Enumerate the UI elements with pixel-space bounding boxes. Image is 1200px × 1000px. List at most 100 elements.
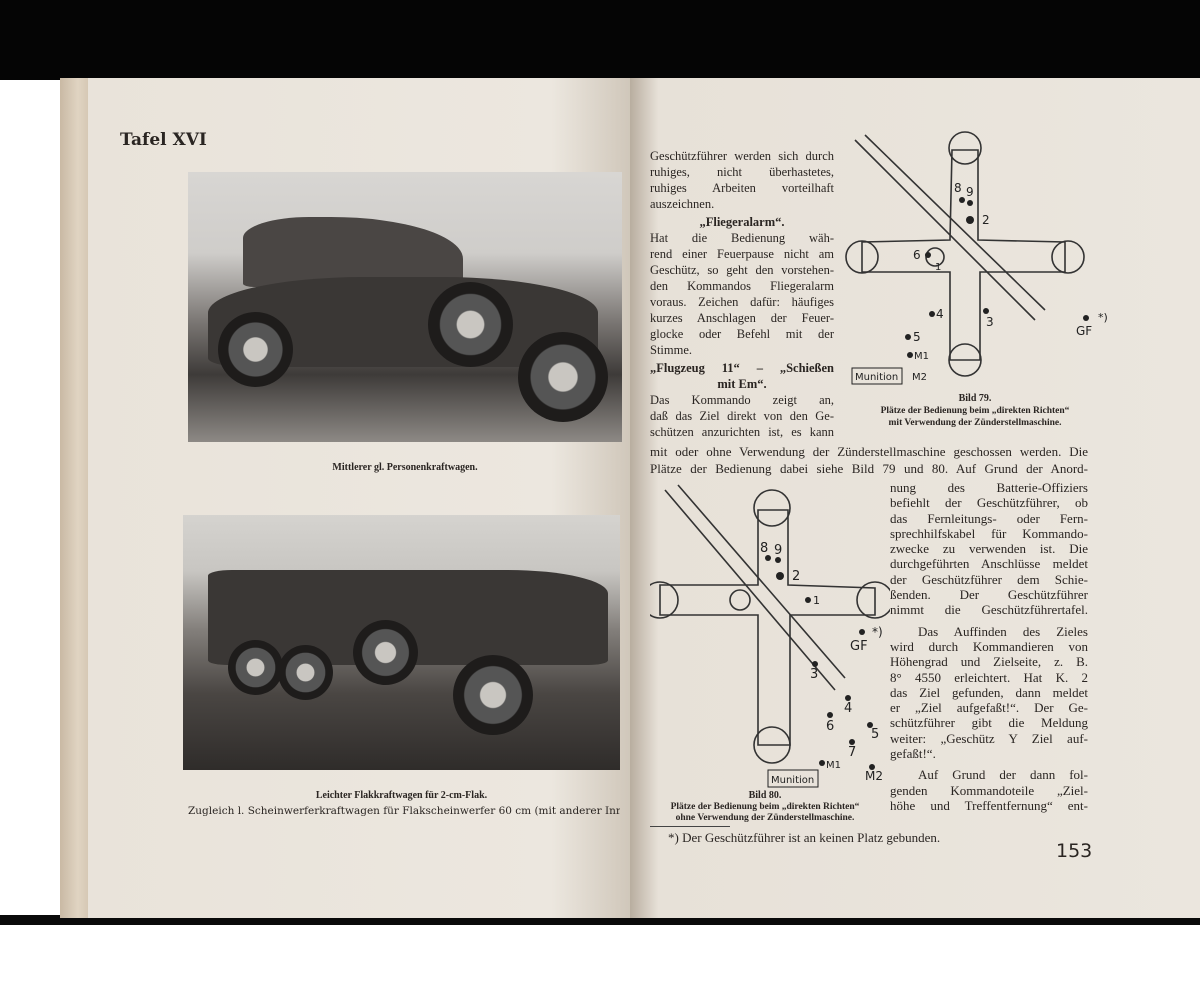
photo1-caption: Mittlerer gl. Personenkraftwagen.: [332, 462, 478, 473]
text-line: Geschütz, so geht den vorstehen-: [650, 263, 834, 277]
label-munition: Munition: [855, 372, 898, 383]
right-page: [630, 78, 1200, 918]
text-line: Stimme.: [650, 343, 693, 357]
figure80-title: Bild 80.: [748, 790, 782, 801]
car-wheel: [218, 312, 293, 387]
outrigger-pad: [1051, 240, 1085, 274]
label-2: 2: [982, 213, 990, 227]
label-9: 9: [966, 185, 974, 199]
heading-schiessen: „Flugzeug 11“ – „Schießen: [650, 361, 834, 375]
label-m1: M1: [914, 351, 929, 362]
photo2-caption: Leichter Flakkraftwagen für 2-cm-Flak.: [315, 790, 488, 801]
text-line: Plätze der Bedienung dabei siehe Bild 79…: [650, 461, 1088, 476]
column2-text: nung des Batterie-Offiziers befiehlt der…: [890, 480, 1088, 813]
text-line: schützen anzurichten ist, es kann: [650, 425, 834, 439]
plate-title: Tafel XVI: [120, 130, 207, 150]
text-line: Das Kommando zeigt an,: [650, 393, 834, 407]
text-line: mit oder ohne Verwendung der Zünderstell…: [650, 444, 1088, 459]
text-line: Geschützführer werden sich durch: [650, 149, 834, 163]
text-line: durchgeführten Anschlüsse meldet: [890, 556, 1088, 572]
column1-text: Geschützführer werden sich durch ruhiges…: [650, 148, 834, 440]
text-line: zwecke zu verwenden ist. Die: [890, 541, 1088, 557]
text-line: befiehlt der Geschützführer, ob: [890, 495, 1088, 511]
cross-mount: [659, 509, 876, 746]
text-line: Hat die Bedienung wäh-: [650, 231, 834, 245]
label-6: 6: [913, 248, 921, 262]
photo-passenger-car: [188, 172, 622, 442]
label-6: 6: [826, 719, 834, 734]
text-line: genden Kommandoteile „Ziel-: [890, 782, 1088, 798]
label-gf: GF: [850, 639, 868, 654]
outrigger-pad: [948, 343, 982, 377]
book-page-edges: [60, 78, 90, 918]
text-line: er „Ziel aufgefaßt!“. Der Ge-: [890, 700, 1088, 716]
label-5: 5: [913, 330, 921, 344]
gun-barrel: [664, 484, 846, 691]
full-width-text: mit oder ohne Verwendung der Zünderstell…: [650, 443, 1088, 477]
label-4: 4: [936, 307, 944, 321]
label-5: 5: [871, 727, 879, 742]
cross-mount: [861, 149, 1066, 361]
label-footnote-mark: *): [1098, 311, 1108, 324]
scan-background-margin: [0, 925, 1200, 1000]
text-line: rend einer Feuerpause nicht am: [650, 247, 834, 261]
label-9: 9: [774, 543, 782, 558]
figure79-caption-2: mit Verwendung der Zünderstellmaschine.: [888, 418, 1062, 428]
label-8: 8: [954, 181, 962, 195]
text-line: das Ziel gefunden, dann meldet: [890, 684, 1088, 700]
label-footnote-mark: *): [872, 625, 883, 639]
label-m2: M2: [912, 372, 927, 383]
label-2: 2: [792, 569, 800, 584]
text-line: den Kommandos Fliegeralarm: [650, 279, 834, 293]
truck-wheel: [228, 640, 283, 695]
heading-schiessen-2: mit Em“.: [717, 377, 767, 391]
text-line: nung des Batterie-Offiziers: [890, 480, 1088, 495]
munition-box: [851, 367, 903, 385]
text-line: sprechhilfskabel für Kommando-: [890, 525, 1088, 541]
text-line: daß das Ziel direkt von den Ge-: [650, 409, 834, 423]
label-3: 3: [810, 667, 818, 682]
scan-background-top: [0, 0, 1200, 80]
text-line: glocke oder Befehl mit der: [650, 327, 834, 341]
text-line: voraus. Zeichen dafür: häufiges: [650, 295, 834, 309]
text-line: ruhiges, nicht überhastetes,: [650, 165, 834, 179]
label-7: 7: [848, 745, 856, 760]
label-3: 3: [986, 315, 994, 329]
text-line: 8° 4550 erleichtert. Hat K. 2: [890, 669, 1088, 685]
text-line: schützführer gibt die Meldung: [890, 715, 1088, 731]
label-m1: M1: [826, 760, 841, 771]
figure79-caption-1: Plätze der Bedienung beim „direkten Rich…: [880, 406, 1070, 416]
label-gf: GF: [1076, 324, 1092, 338]
text-line: weiter: „Geschütz Y Ziel auf-: [890, 730, 1088, 746]
truck-wheel: [453, 655, 533, 735]
outrigger-pad: [753, 489, 791, 527]
figure80-caption-2: ohne Verwendung der Zünderstellmaschine.: [675, 813, 855, 823]
figure80-caption-1: Plätze der Bedienung beim „direkten Rich…: [670, 802, 860, 812]
outrigger-pad: [856, 581, 890, 619]
label-8: 8: [760, 541, 768, 556]
wheel-mark: [729, 589, 751, 611]
text-line: der Geschützführer dem Schie-: [890, 571, 1088, 587]
figure79-diagram: 8 9 2 6 1 4 3 5 GF *) M1 M2 Munition: [845, 131, 1108, 385]
figure80-diagram: 8 9 2 1 GF *) 3 4 6 5 7 M1 M2 Munition: [650, 484, 890, 788]
page-number: 153: [1056, 840, 1093, 862]
label-4: 4: [844, 701, 852, 716]
label-1: 1: [813, 594, 820, 607]
truck-wheel: [278, 645, 333, 700]
text-line: gefaßt!“.: [890, 746, 936, 762]
text-line: Auf Grund der dann fol-: [918, 767, 1088, 783]
gun-barrel: [854, 134, 1046, 321]
text-line: auszeichnen.: [650, 197, 715, 211]
label-m2: M2: [865, 769, 883, 783]
text-line: das Fernleitungs- oder Fern-: [890, 510, 1088, 526]
label-munition: Munition: [771, 775, 814, 786]
outrigger-pad: [650, 581, 679, 619]
text-line: kurzes Anschlagen der Feuer-: [650, 311, 834, 325]
figure79-title: Bild 79.: [958, 393, 992, 404]
text-line: Das Auffinden des Zieles: [918, 623, 1088, 639]
text-line: höhe und Treffentfernung“ ent-: [890, 797, 1088, 813]
car-wheel: [518, 332, 608, 422]
text-line: ßenden. Der Geschützführer: [890, 587, 1088, 603]
footnote: *) Der Geschützführer ist an keinen Plat…: [668, 830, 941, 845]
outrigger-pad: [948, 131, 982, 165]
